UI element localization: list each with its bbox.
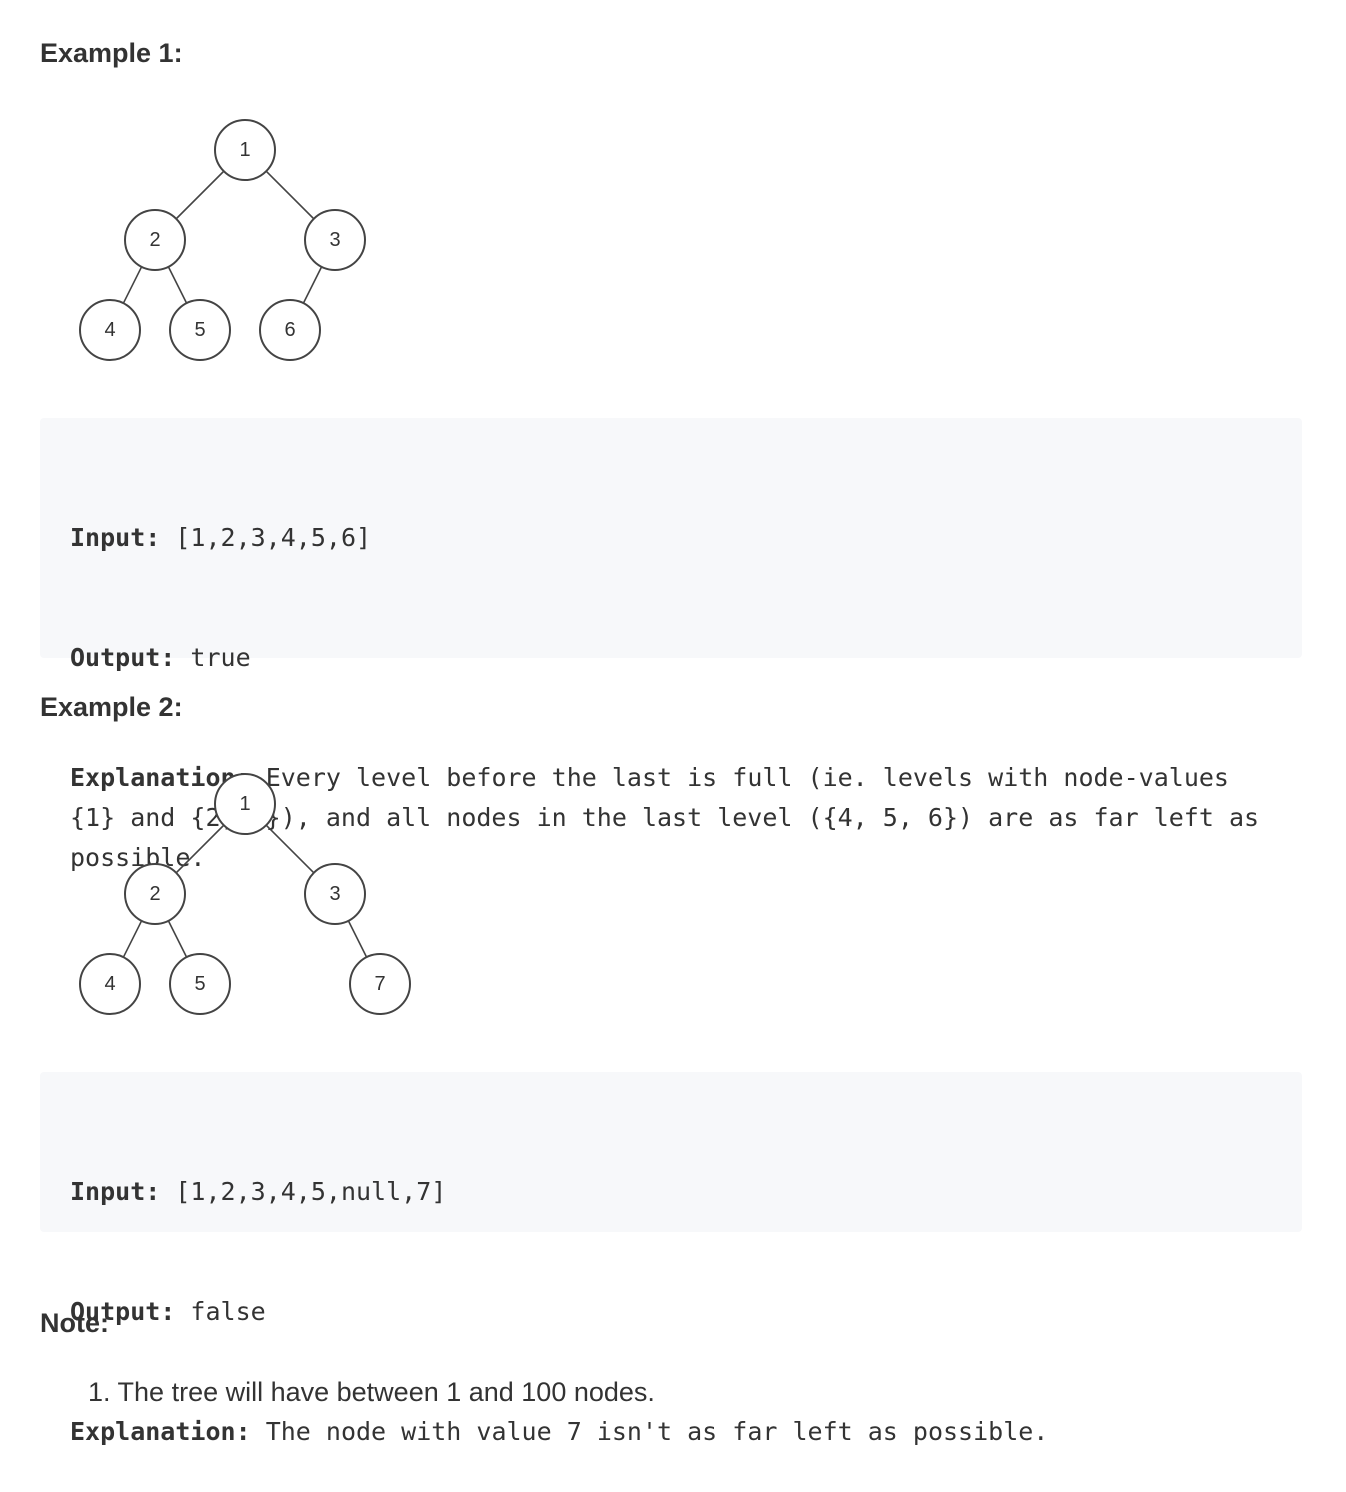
output-line: Output: true (70, 638, 1272, 678)
tree-node-1: 1 (214, 119, 276, 181)
explanation-value: Every level before the last is full (ie.… (70, 763, 1275, 872)
tree-node-5: 5 (169, 299, 231, 361)
input-label: Input: (70, 1177, 161, 1206)
tree-node-2: 2 (124, 209, 186, 271)
svg-text:4: 4 (104, 319, 115, 341)
svg-text:4: 4 (104, 973, 115, 995)
svg-text:3: 3 (329, 883, 340, 905)
input-value: [1,2,3,4,5,6] (175, 523, 372, 552)
svg-text:2: 2 (149, 229, 160, 251)
example-2-tree-diagram: 1 2 3 4 5 7 (79, 773, 411, 1015)
example-2-heading: Example 2: (40, 692, 183, 722)
input-value: [1,2,3,4,5,null,7] (175, 1177, 447, 1206)
output-line: Output: false (70, 1292, 1272, 1332)
input-line: Input: [1,2,3,4,5,null,7] (70, 1172, 1272, 1212)
svg-text:5: 5 (194, 319, 205, 341)
output-label: Output: (70, 643, 176, 672)
tree-node-2: 2 (124, 863, 186, 925)
note-item-text: The tree will have between 1 and 100 nod… (117, 1377, 655, 1407)
note-item-number: 1. (88, 1377, 111, 1407)
output-value: false (190, 1297, 266, 1326)
tree-node-3: 3 (304, 209, 366, 271)
tree-node-1: 1 (214, 773, 276, 835)
example-2-code-block: Input: [1,2,3,4,5,null,7] Output: false … (40, 1072, 1302, 1446)
output-value: true (190, 643, 251, 672)
output-label: Output: (70, 1297, 176, 1326)
example-1-tree-diagram: 1 2 3 4 5 6 (79, 119, 366, 361)
tree-node-4: 4 (79, 299, 141, 361)
svg-text:7: 7 (374, 973, 385, 995)
tree-node-6: 6 (259, 299, 321, 361)
note-heading: Note: (40, 1308, 109, 1338)
note-list: 1. The tree will have between 1 and 100 … (88, 1374, 655, 1410)
tree-node-3: 3 (304, 863, 366, 925)
svg-text:5: 5 (194, 973, 205, 995)
svg-text:3: 3 (329, 229, 340, 251)
note-list-item: 1. The tree will have between 1 and 100 … (88, 1374, 655, 1410)
input-label: Input: (70, 523, 161, 552)
svg-text:6: 6 (284, 319, 295, 341)
example-1-code-block: Input: [1,2,3,4,5,6] Output: true Explan… (40, 418, 1302, 872)
explanation-line: Explanation: Every level before the last… (70, 758, 1272, 878)
svg-text:2: 2 (149, 883, 160, 905)
example-1-heading: Example 1: (40, 38, 183, 68)
tree-node-4: 4 (79, 953, 141, 1015)
tree-node-5: 5 (169, 953, 231, 1015)
explanation-line: Explanation: The node with value 7 isn't… (70, 1412, 1272, 1452)
svg-text:1: 1 (239, 793, 250, 815)
explanation-label: Explanation: (70, 1417, 251, 1446)
explanation-value: The node with value 7 isn't as far left … (265, 1417, 1049, 1446)
input-line: Input: [1,2,3,4,5,6] (70, 518, 1272, 558)
svg-text:1: 1 (239, 139, 250, 161)
tree-node-7: 7 (349, 953, 411, 1015)
